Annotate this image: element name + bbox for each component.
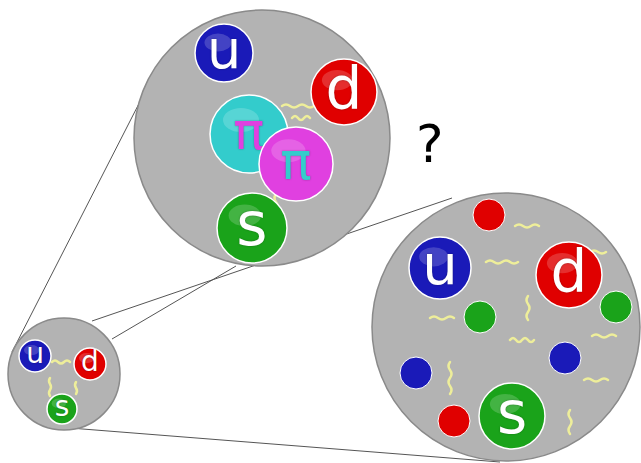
quark-letter: π [233,105,264,157]
quark-ball: u [194,23,254,83]
ball-circle [409,237,471,299]
quark-ball: s [46,393,78,425]
question-mark: ? [416,118,444,170]
ball-circle [311,59,377,125]
quark-ball: s [216,192,288,264]
ball-circle [479,383,545,449]
quark-letter: π [280,135,311,187]
gluon-wiggles [49,105,616,435]
quark-ball: π [258,126,334,202]
ball-circle [536,242,602,308]
ball-circle [217,193,287,263]
quark-letter: s [497,384,527,442]
quark-ball: s [478,382,546,450]
ball-circle [47,394,77,424]
ball-circle [74,348,106,380]
ball-circle [259,127,333,201]
zoom-circle [134,10,390,266]
quark-letter: d [551,243,588,301]
quark-letter: u [26,340,44,368]
quark-ball: u [18,339,52,373]
quark-letter: u [422,237,458,293]
quark-letter: d [81,348,99,376]
quark-ball: d [73,347,107,381]
zoom-circle [372,193,640,461]
quark-letter: s [236,194,267,254]
ball-circle [19,340,51,372]
quark-ball: d [310,58,378,126]
quark-ball: u [408,236,472,300]
quark-ball: d [535,241,603,309]
quark-letter: d [326,60,363,118]
baryon-circle [8,318,120,430]
quark-letter: s [55,393,70,421]
quark-letter: u [207,23,241,77]
